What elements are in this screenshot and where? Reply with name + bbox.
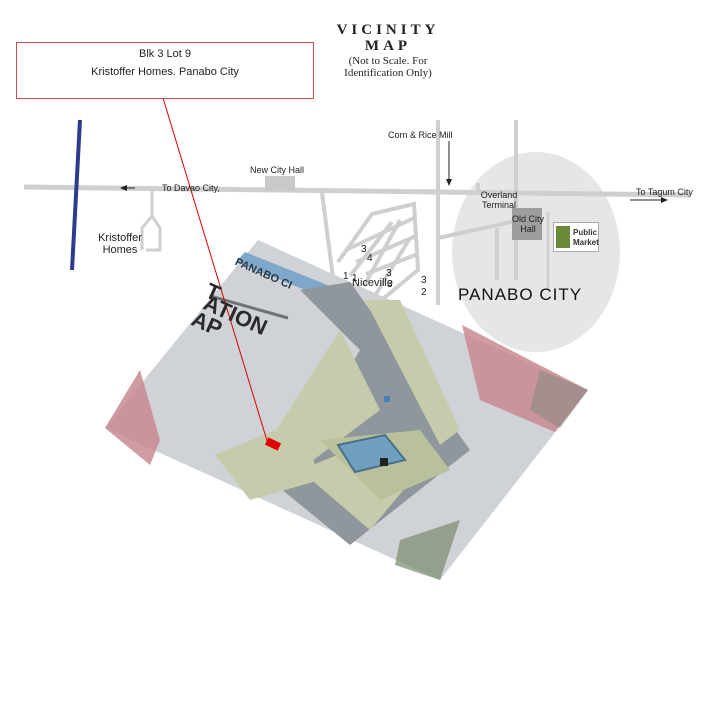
label-public-market-1: Public (573, 228, 598, 237)
map-title-line2: MAP (364, 38, 412, 54)
label-niceville: Niceville (352, 277, 393, 289)
road-number: 3 (361, 244, 367, 255)
arrow-to-tagum (630, 197, 668, 203)
callout-leader (162, 97, 269, 445)
lot-marker (264, 437, 282, 451)
road-number: 1 (352, 273, 358, 284)
arrow-corn-rice-mill (446, 141, 452, 186)
road-to-old-city-hall (437, 218, 521, 240)
label-corn-rice-mill: Corn & Rice Mill (388, 130, 453, 140)
blue-road (70, 119, 82, 271)
label-kristoffer-homes-2: Homes (102, 244, 138, 256)
public-market-icon (556, 226, 570, 248)
label-to-tagum: To Tagum City (636, 187, 693, 197)
subdivision-photo (105, 240, 588, 580)
new-city-hall-block (265, 176, 295, 191)
label-old-city-hall-1: Old City (511, 214, 544, 224)
label-new-city-hall: New City Hall (250, 165, 305, 175)
road-to-niceville (320, 192, 336, 286)
label-old-city-hall-2: Hall (520, 224, 536, 234)
callout-line2: Kristoffer Homes. Panabo City (91, 66, 239, 78)
label-to-davao: To Davao City, (162, 183, 220, 193)
niceville-grid (336, 201, 421, 300)
road-number: 3 (387, 279, 393, 290)
road-number: 4 (367, 253, 373, 264)
road-number: 3 (386, 268, 392, 279)
panabo-city-zone (452, 152, 620, 352)
kristoffer-homes-road (140, 190, 162, 252)
arrow-to-davao (120, 185, 135, 191)
label-overland-terminal-1: Overland (480, 190, 518, 200)
location-callout: Blk 3 Lot 9 Kristoffer Homes. Panabo Cit… (16, 42, 314, 99)
map-subtitle-line2: Identification Only) (344, 67, 432, 79)
callout-line1: Blk 3 Lot 9 (139, 48, 191, 60)
old-city-hall-block (512, 208, 542, 240)
road-number: 3 (421, 275, 427, 286)
road-number: 2 (421, 287, 427, 298)
label-panabo-city: PANABO CITY (458, 285, 583, 304)
label-public-market-2: Market (573, 238, 599, 247)
road-number: 1 (343, 271, 349, 282)
map-subtitle-line1: (Not to Scale. For (348, 55, 428, 67)
map-title-line1: VICINITY (336, 22, 440, 38)
public-market-badge: Public Market (553, 222, 599, 252)
label-kristoffer-homes-1: Kristoffer (98, 232, 142, 244)
label-overland-terminal-2: Terminal (481, 200, 516, 210)
